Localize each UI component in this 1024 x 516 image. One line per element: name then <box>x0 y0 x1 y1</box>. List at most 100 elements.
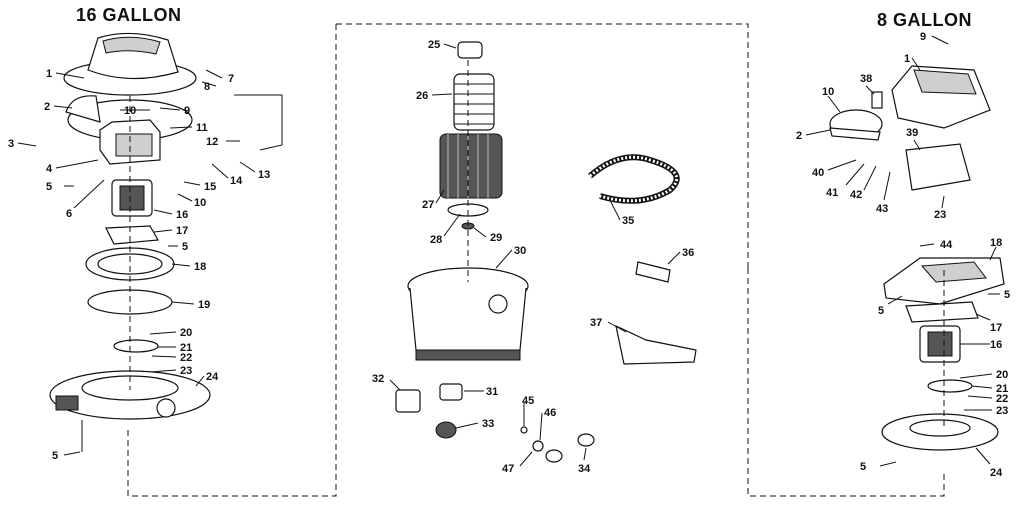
switch-38 <box>871 91 883 109</box>
callout-r44: 44 <box>940 239 953 251</box>
callout-29: 29 <box>490 232 502 244</box>
callout-3: 3 <box>8 138 14 150</box>
callout-r1: 1 <box>904 53 910 65</box>
callout-r24: 24 <box>990 467 1003 479</box>
callout-5c: 5 <box>52 450 58 462</box>
callout-16: 16 <box>176 209 188 221</box>
callout-13: 13 <box>258 169 270 181</box>
filter-cage-26 <box>453 73 495 131</box>
caster-32 <box>395 389 421 413</box>
callout-36: 36 <box>682 247 694 259</box>
center-frame <box>127 23 945 497</box>
callout-30: 30 <box>514 245 526 257</box>
labels-center: 25 26 27 28 29 30 31 32 33 34 35 36 37 4… <box>372 39 694 475</box>
callout-12: 12 <box>206 136 218 148</box>
callout-r22: 22 <box>996 393 1008 405</box>
callout-25: 25 <box>428 39 440 51</box>
callout-r40: 40 <box>812 167 824 179</box>
callout-6: 6 <box>66 208 72 220</box>
callout-17: 17 <box>176 225 188 237</box>
part-47 <box>545 449 563 463</box>
callout-33: 33 <box>482 418 494 430</box>
base-24r <box>881 413 999 451</box>
callout-r39: 39 <box>906 127 918 139</box>
right-assembly <box>805 35 1005 467</box>
heading-16-gallon: 16 GALLON <box>76 5 182 25</box>
part-45 <box>520 426 528 434</box>
callout-5a: 5 <box>46 181 52 193</box>
callout-46: 46 <box>544 407 556 419</box>
callout-24: 24 <box>206 371 219 383</box>
callout-5b: 5 <box>182 241 188 253</box>
callout-8: 8 <box>204 81 210 93</box>
callout-45: 45 <box>522 395 534 407</box>
callout-2: 2 <box>44 101 50 113</box>
callout-1: 1 <box>46 68 52 80</box>
callout-4: 4 <box>46 163 53 175</box>
labels-right: 9 1 38 10 2 39 40 41 42 43 23 44 18 5 5 … <box>796 31 1010 479</box>
callout-7: 7 <box>228 73 234 85</box>
adapter-36 <box>635 261 671 283</box>
callout-r17: 17 <box>990 322 1002 334</box>
left-assembly <box>17 32 283 456</box>
callout-r41: 41 <box>826 187 838 199</box>
cartridge-filter-27 <box>439 133 503 199</box>
callout-21: 21 <box>180 342 192 354</box>
callout-r9: 9 <box>920 31 926 43</box>
callout-23: 23 <box>180 365 192 377</box>
callout-r5c: 5 <box>860 461 866 473</box>
motor-16 <box>111 179 153 217</box>
tank-30 <box>407 267 529 361</box>
impeller-21r <box>927 379 973 393</box>
wheel-33 <box>435 421 457 439</box>
motor-cover-16 <box>63 32 197 96</box>
callout-r2: 2 <box>796 130 802 142</box>
cover-39 <box>905 143 971 191</box>
plate-18 <box>85 247 175 281</box>
cap-25 <box>457 41 483 59</box>
callout-r18: 18 <box>990 237 1002 249</box>
hose-35 <box>588 154 680 204</box>
caster-31 <box>439 383 463 401</box>
callout-11: 11 <box>196 122 208 134</box>
part-46 <box>532 440 544 452</box>
callout-r5b: 5 <box>878 305 884 317</box>
impeller-21 <box>113 339 159 353</box>
callout-31: 31 <box>486 386 498 398</box>
callout-r43: 43 <box>876 203 888 215</box>
heading-8-gallon: 8 GALLON <box>877 10 973 30</box>
nozzle-37 <box>615 324 697 365</box>
callout-32: 32 <box>372 373 384 385</box>
callout-20: 20 <box>180 327 192 339</box>
callout-19: 19 <box>198 299 210 311</box>
motor-cover-8 <box>891 65 991 129</box>
callout-10a: 10 <box>124 105 136 117</box>
leaders-right <box>805 35 1000 467</box>
callout-r10: 10 <box>822 86 834 98</box>
gasket-17r <box>905 301 979 323</box>
handle-2 <box>829 109 883 141</box>
callout-14: 14 <box>230 175 243 187</box>
gasket-17 <box>105 225 159 245</box>
callout-r5a: 5 <box>1004 289 1010 301</box>
callout-35: 35 <box>622 215 634 227</box>
labels-left: 1 2 3 4 5 6 7 8 9 10 11 12 13 14 15 10 1… <box>8 68 270 462</box>
callout-15: 15 <box>204 181 216 193</box>
fitting-34 <box>577 433 595 447</box>
callout-r23b: 23 <box>996 405 1008 417</box>
callout-r20: 20 <box>996 369 1008 381</box>
callout-47: 47 <box>502 463 514 475</box>
leaders-left <box>17 69 283 456</box>
callout-22: 22 <box>180 352 192 364</box>
leaders-center <box>389 43 681 467</box>
callout-r21: 21 <box>996 383 1008 395</box>
callout-37: 37 <box>590 317 602 329</box>
motor-16r <box>919 325 961 363</box>
callout-9: 9 <box>184 105 190 117</box>
callout-27: 27 <box>422 199 434 211</box>
callout-r38: 38 <box>860 73 872 85</box>
callout-28: 28 <box>430 234 442 246</box>
callout-18: 18 <box>194 261 206 273</box>
callout-34: 34 <box>578 463 591 475</box>
